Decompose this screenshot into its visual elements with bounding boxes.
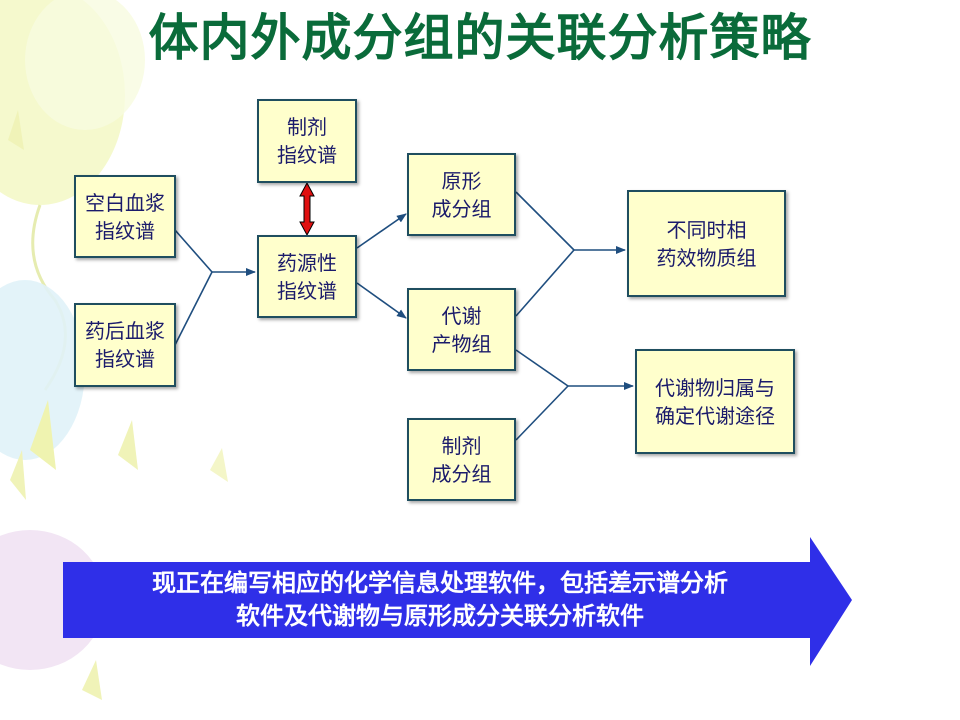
box-label-line: 产物组 bbox=[431, 331, 492, 356]
box-label-line: 药效物质组 bbox=[656, 245, 757, 270]
banner-text: 现正在编写相应的化学信息处理软件，包括差示谱分析 软件及代谢物与原形成分关联分析… bbox=[70, 566, 810, 632]
banner-line: 软件及代谢物与原形成分关联分析软件 bbox=[236, 601, 644, 630]
connector-prototype-efficacy bbox=[515, 191, 575, 251]
arrow-to-prototype bbox=[356, 213, 407, 249]
connector-metabolite-efficacy bbox=[515, 249, 575, 317]
box-label-line: 指纹谱 bbox=[95, 218, 155, 243]
box-label-line: 指纹谱 bbox=[95, 347, 155, 371]
connector-dosed-plasma bbox=[174, 271, 213, 346]
box-label-line: 空白血浆 bbox=[85, 190, 165, 215]
box-prep-component-group: 制剂成分组 bbox=[407, 418, 516, 501]
connector-prep-attribution bbox=[515, 385, 569, 441]
box-label-line: 确定代谢途径 bbox=[655, 403, 775, 428]
box-metabolite-attribution: 代谢物归属与确定代谢途径 bbox=[635, 349, 795, 454]
box-label-line: 指纹谱 bbox=[277, 143, 337, 167]
arrow-to-metabolite bbox=[356, 282, 407, 319]
box-metabolite-group: 代谢产物组 bbox=[407, 288, 516, 371]
box-label-line: 不同时相 bbox=[666, 217, 747, 242]
box-label-line: 成分组 bbox=[431, 196, 492, 221]
box-label-line: 制剂 bbox=[287, 115, 327, 139]
box-pharmacokinetic-fingerprint: 药源性指纹谱 bbox=[257, 235, 357, 318]
box-blank-plasma-fingerprint: 空白血浆指纹谱 bbox=[74, 175, 176, 258]
box-label-line: 代谢物归属与 bbox=[655, 375, 775, 400]
page-title: 体内外成分组的关联分析策略 bbox=[148, 9, 812, 67]
box-label-line: 制剂 bbox=[441, 433, 482, 458]
box-label-line: 成分组 bbox=[431, 461, 492, 486]
connector-metabolite-attribution bbox=[515, 349, 569, 387]
banner-line: 现正在编写相应的化学信息处理软件，包括差示谱分析 bbox=[152, 568, 728, 597]
box-efficacy-group: 不同时相药效物质组 bbox=[627, 190, 786, 297]
box-prototype-group: 原形成分组 bbox=[407, 153, 516, 236]
box-prep-fingerprint: 制剂指纹谱 bbox=[257, 99, 357, 183]
box-dosed-plasma-fingerprint: 药后血浆指纹谱 bbox=[74, 303, 176, 387]
box-label-line: 药源性 bbox=[277, 250, 337, 275]
box-label-line: 原形 bbox=[441, 168, 482, 193]
connector-blank-plasma bbox=[174, 229, 213, 273]
box-label-line: 指纹谱 bbox=[277, 278, 337, 303]
box-label-line: 药后血浆 bbox=[85, 319, 165, 343]
box-label-line: 代谢 bbox=[441, 303, 482, 328]
